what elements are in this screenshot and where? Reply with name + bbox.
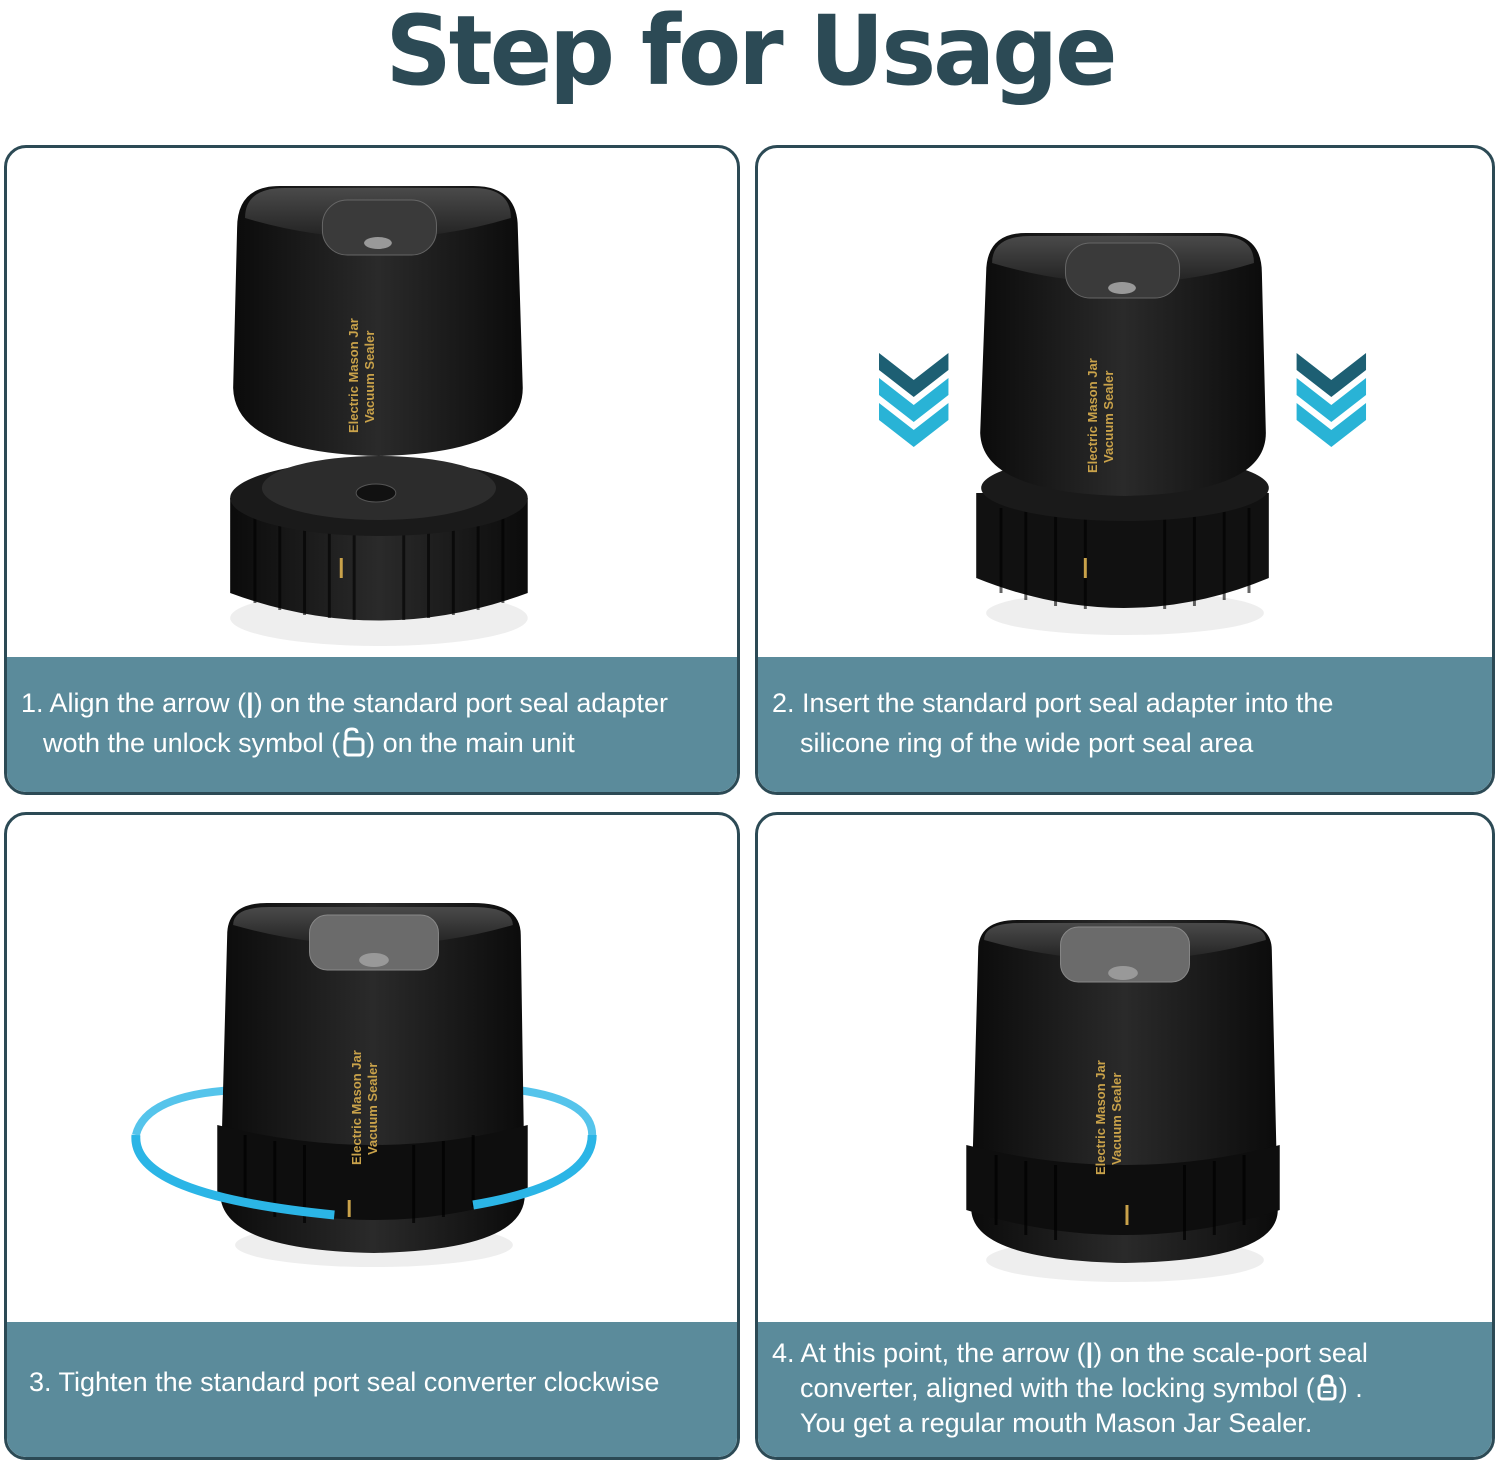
device-label-1: Electric Mason Jar — [1093, 1060, 1108, 1175]
chevron-down-icon — [1296, 353, 1367, 447]
step-4-panel: Electric Mason Jar Vacuum Sealer 4. At t… — [755, 812, 1495, 1460]
device-label-2: Vacuum Sealer — [362, 331, 377, 423]
rotation-ring-icon — [132, 1086, 236, 1137]
step-1-illustration: Electric Mason Jar Vacuum Sealer — [230, 186, 528, 646]
step-1-panel: Electric Mason Jar Vacuum Sealer 1. Alig… — [4, 145, 740, 795]
lock-icon — [1317, 1374, 1337, 1401]
device-label-2: Vacuum Sealer — [365, 1063, 380, 1155]
page-title: Step for Usage — [385, 0, 1118, 108]
device-label-2: Vacuum Sealer — [1109, 1073, 1124, 1165]
arrow-symbol: | — [246, 688, 254, 718]
device-label-1: Electric Mason Jar — [349, 1050, 364, 1165]
arrow-symbol: | — [1085, 1338, 1094, 1368]
step-2-caption: 2. Insert the standard port seal adapter… — [758, 657, 1492, 792]
device-label-2: Vacuum Sealer — [1101, 371, 1116, 463]
step-3-panel: Electric Mason Jar Vacuum Sealer 3. Tigh… — [4, 812, 740, 1460]
step-2-panel: Electric Mason Jar Vacuum Sealer 2. Inse… — [755, 145, 1495, 795]
step-4-illustration: Electric Mason Jar Vacuum Sealer — [966, 920, 1280, 1282]
step-3-illustration: Electric Mason Jar Vacuum Sealer — [131, 903, 597, 1267]
chevron-down-icon — [879, 353, 949, 447]
unlock-icon — [343, 727, 365, 757]
device-label-1: Electric Mason Jar — [1085, 358, 1100, 473]
device-label-1: Electric Mason Jar — [346, 318, 361, 433]
step-1-caption: 1. Align the arrow (|) on the standard p… — [7, 657, 737, 792]
step-3-caption: 3. Tighten the standard port seal conver… — [7, 1322, 737, 1457]
step-2-illustration: Electric Mason Jar Vacuum Sealer — [879, 233, 1367, 635]
step-4-caption: 4. At this point, the arrow (|) on the s… — [758, 1322, 1492, 1457]
